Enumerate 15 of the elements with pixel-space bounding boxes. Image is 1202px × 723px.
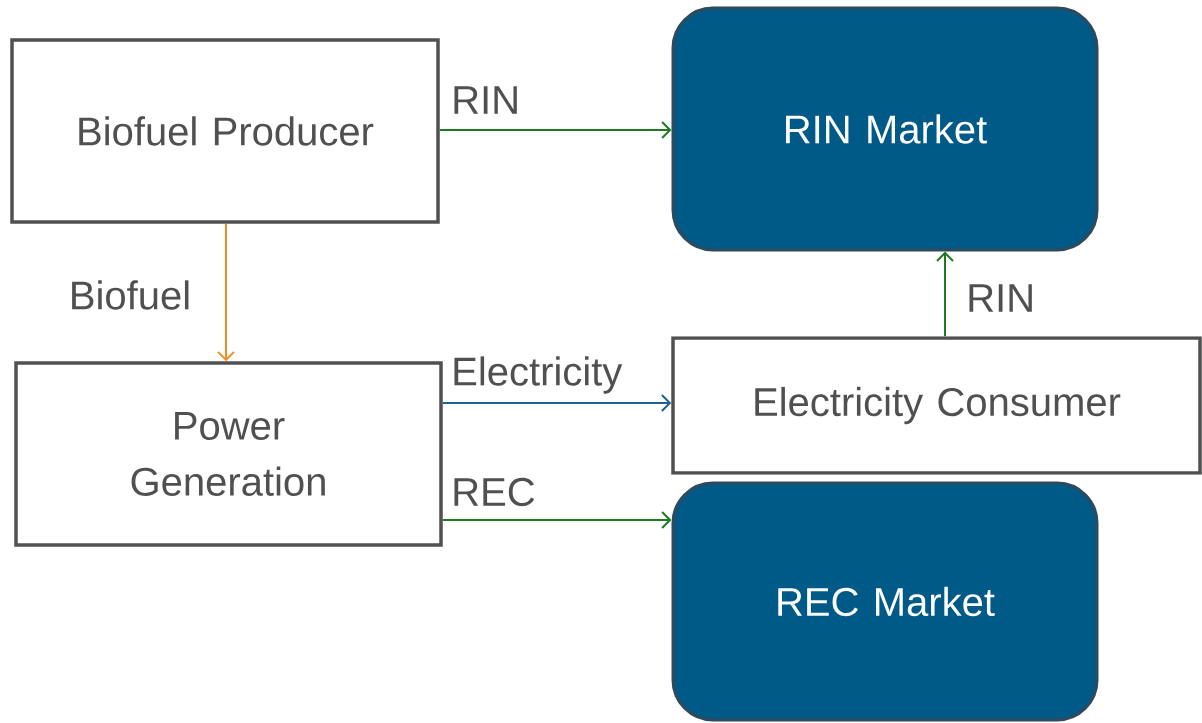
edge-label: RIN xyxy=(969,284,1032,312)
process-box: Power Generation xyxy=(14,361,443,547)
process-box: Biofuel Producer xyxy=(10,38,440,224)
process-box: Electricity Consumer xyxy=(671,336,1202,475)
market-box: RIN Market xyxy=(671,6,1099,252)
arrow xyxy=(438,121,672,139)
arrow xyxy=(936,251,954,338)
market-box: REC Market xyxy=(671,481,1099,722)
edge-label: Biofuel xyxy=(72,280,189,310)
edge-label: REC xyxy=(454,477,535,507)
edge-label: RIN xyxy=(454,86,517,114)
arrow xyxy=(441,511,672,529)
arrow xyxy=(441,394,672,412)
edge-label: Electricity xyxy=(454,356,623,394)
arrow xyxy=(217,222,235,362)
